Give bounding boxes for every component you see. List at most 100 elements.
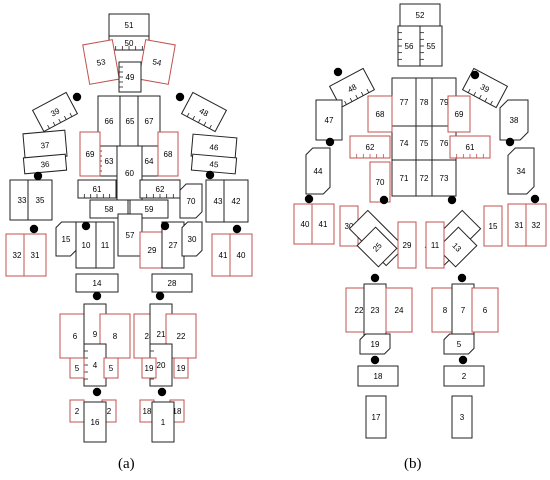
b-segment-2: 2: [443, 365, 485, 387]
joint-marker: [505, 137, 515, 147]
b-segment-62: 62: [349, 135, 391, 159]
b-segment-6: 6: [471, 287, 499, 333]
a-segment-label: 32: [13, 251, 22, 260]
a-segment-label: 15: [62, 235, 71, 244]
a-segment-label: 4: [93, 361, 98, 370]
a-segment-label: 41: [219, 251, 228, 260]
a-segment-label: 9: [93, 330, 98, 339]
a-segment-29: 29: [139, 231, 165, 269]
a-segment-5: 5: [69, 357, 85, 379]
b-segment-label: 30: [345, 222, 354, 231]
a-segment-37: 37: [22, 129, 68, 161]
b-segment-label: 76: [440, 139, 449, 148]
a-segment-label: 66: [105, 117, 114, 126]
joint-marker: [175, 92, 185, 102]
b-segment-label: 47: [325, 116, 334, 125]
caption-a: (a): [118, 456, 135, 472]
b-segment-label: 70: [376, 178, 385, 187]
b-segment-label: 68: [376, 110, 385, 119]
a-segment-46: 46: [190, 133, 238, 161]
b-segment-label: 29: [403, 241, 412, 250]
a-segment-label: 61: [93, 185, 102, 194]
b-segment-label: 71: [400, 174, 409, 183]
a-segment-label: 37: [40, 141, 50, 151]
a-segment-label: 53: [96, 57, 107, 68]
a-segment-label: 62: [156, 185, 165, 194]
b-segment-label: 6: [483, 306, 488, 315]
b-segment-label: 32: [532, 221, 541, 230]
a-segment-50: 50: [108, 35, 150, 51]
a-segment-15: 15: [55, 221, 77, 257]
b-segment-72: 72: [415, 159, 433, 197]
a-segment-62: 62: [139, 179, 181, 199]
joint-marker: [33, 171, 43, 181]
a-segment-label: 46: [209, 143, 219, 153]
a-segment-49: 49: [118, 61, 142, 93]
b-segment-73: 73: [431, 159, 457, 197]
a-segment-label: 19: [145, 364, 154, 373]
b-segment-label: 44: [314, 167, 323, 176]
a-segment-label: 14: [93, 279, 102, 288]
b-segment-13: 13: [436, 226, 478, 268]
b-segment-label: 38: [510, 116, 519, 125]
a-segment-label: 57: [126, 231, 135, 240]
b-segment-61: 61: [449, 135, 491, 159]
a-segment-label: 6: [73, 332, 78, 341]
a-segment-1: 1: [151, 401, 175, 443]
b-segment-label: 31: [515, 221, 524, 230]
b-segment-label: 62: [366, 143, 375, 152]
a-segment-41: 41: [211, 233, 235, 277]
a-segment-label: 8: [113, 332, 118, 341]
a-segment-label: 18: [143, 407, 152, 416]
a-segment-60: 60: [116, 145, 143, 201]
a-segment-19: 19: [141, 357, 157, 379]
b-segment-label: 34: [517, 167, 526, 176]
b-segment-69: 69: [447, 95, 471, 133]
joint-marker: [370, 273, 380, 283]
b-segment-label: 19: [371, 340, 380, 349]
b-segment-label: 78: [420, 98, 429, 107]
b-segment-label: 55: [427, 42, 436, 51]
b-segment-23: 23: [363, 283, 387, 337]
b-segment-label: 15: [489, 222, 498, 231]
a-segment-label: 63: [105, 157, 114, 166]
b-segment-label: 77: [400, 98, 409, 107]
a-segment-label: 33: [18, 196, 27, 205]
b-segment-25: 25: [356, 226, 398, 268]
a-segment-51: 51: [108, 13, 150, 37]
b-segment-47: 47: [315, 99, 343, 141]
joint-marker: [81, 221, 91, 231]
b-segment-30: 30: [339, 205, 359, 247]
b-segment-55: 55: [419, 25, 443, 67]
a-segment-label: 16: [91, 418, 100, 427]
b-segment-label: 52: [416, 11, 425, 20]
a-segment-label: 60: [125, 169, 134, 178]
a-segment-36: 36: [22, 153, 68, 175]
joint-marker: [232, 224, 242, 234]
a-segment-label: 70: [187, 197, 196, 206]
a-segment-label: 20: [157, 361, 166, 370]
joint-marker: [29, 224, 39, 234]
a-segment-54: 54: [138, 39, 176, 85]
joint-marker: [333, 67, 343, 77]
a-segment-35: 35: [27, 179, 53, 221]
a-segment-53: 53: [82, 39, 120, 85]
a-segment-label: 45: [209, 160, 219, 170]
b-segment-label: 17: [372, 413, 381, 422]
joint-marker: [72, 92, 82, 102]
b-segment-7: 7: [451, 283, 475, 337]
b-segment-70: 70: [369, 161, 391, 203]
b-segment-label: 79: [440, 98, 449, 107]
joint-marker: [370, 355, 380, 365]
a-segment-57: 57: [117, 213, 143, 257]
a-segment-label: 10: [82, 241, 91, 250]
b-segment-label: 40: [301, 220, 310, 229]
a-segment-69: 69: [79, 131, 101, 177]
b-segment-56: 56: [397, 25, 421, 67]
b-segment-24: 24: [385, 287, 413, 333]
a-segment-19: 19: [173, 357, 189, 379]
a-segment-16: 16: [83, 401, 107, 443]
a-segment-label: 2: [75, 407, 80, 416]
